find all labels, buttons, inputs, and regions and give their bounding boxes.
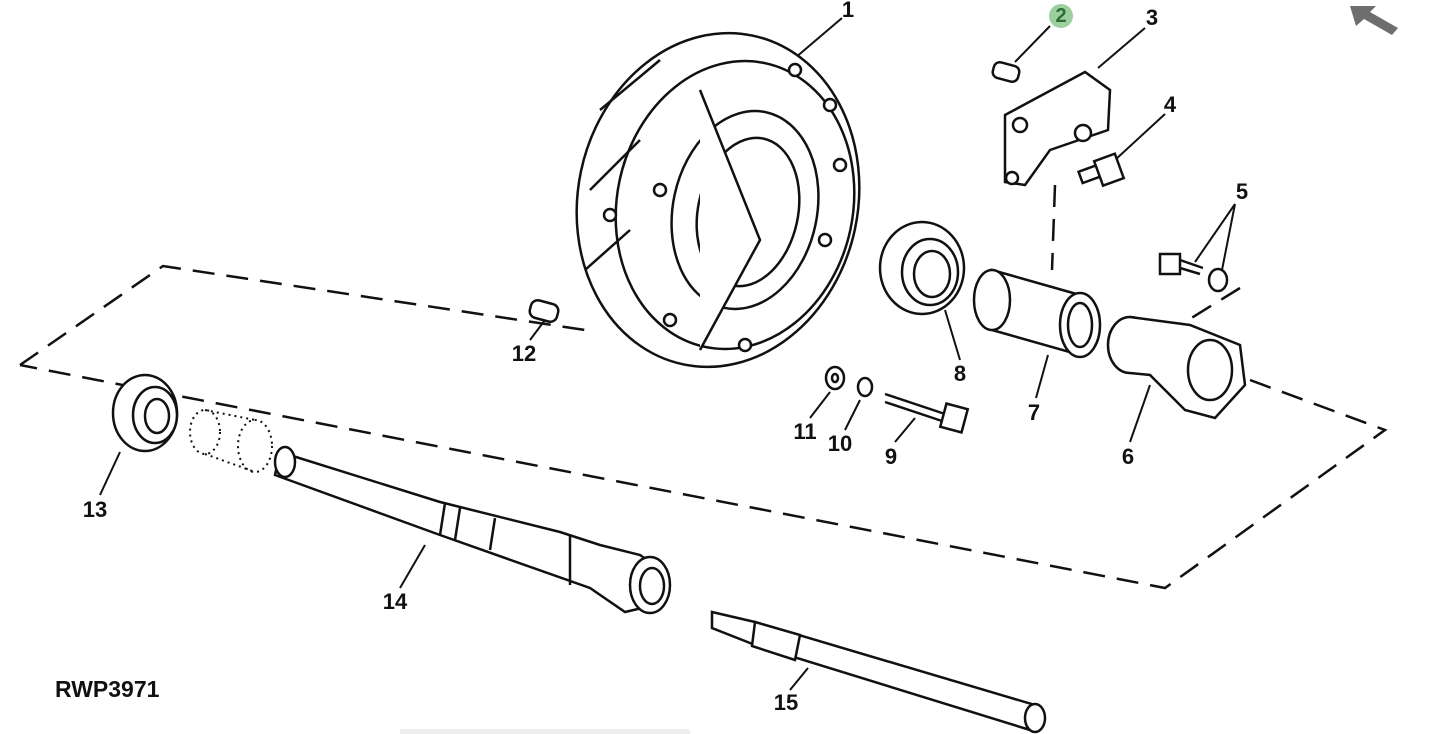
shaft-part-14 (273, 445, 672, 615)
callout-12[interactable]: 12 (511, 341, 537, 366)
callout-9[interactable]: 9 (884, 444, 898, 469)
back-button[interactable] (1348, 4, 1400, 36)
sleeve-part-7 (972, 268, 1102, 359)
lever-part-3 (1003, 70, 1112, 187)
washer-part-10 (856, 376, 874, 398)
callout-15[interactable]: 15 (773, 690, 799, 715)
leader-lines (99, 17, 1236, 691)
pin-part-12 (528, 299, 560, 323)
bolt-washer-part-5 (1158, 252, 1229, 293)
bolt-part-4 (1076, 152, 1126, 188)
callout-11[interactable]: 11 (793, 419, 817, 444)
callout-10[interactable]: 10 (827, 431, 853, 456)
pin-part-2 (991, 61, 1021, 83)
callout-6[interactable]: 6 (1121, 444, 1135, 469)
callout-13[interactable]: 13 (82, 497, 108, 522)
callout-5[interactable]: 5 (1235, 179, 1249, 204)
callout-7[interactable]: 7 (1027, 400, 1041, 425)
bearing-part-13 (111, 373, 179, 453)
shaft-part-15 (710, 610, 1047, 734)
clutch-assembly (575, 31, 861, 369)
seal-dotted (189, 409, 273, 473)
bearing-part-8 (878, 220, 966, 316)
housing-part-6 (1106, 315, 1247, 420)
arrow-up-left-icon (1350, 6, 1398, 35)
callout-4[interactable]: 4 (1163, 92, 1177, 117)
callout-8[interactable]: 8 (953, 361, 967, 386)
figure-id: RWP3971 (55, 676, 160, 702)
washer-part-11 (824, 365, 846, 391)
callout-14[interactable]: 14 (382, 589, 408, 614)
callout-1[interactable]: 1 (841, 0, 855, 22)
callout-3[interactable]: 3 (1145, 5, 1159, 30)
callout-2-selected[interactable]: 2 (1049, 4, 1073, 28)
bolt-part-9 (884, 392, 970, 434)
assembly-outline (19, 184, 1388, 590)
scrollbar[interactable] (400, 729, 690, 734)
